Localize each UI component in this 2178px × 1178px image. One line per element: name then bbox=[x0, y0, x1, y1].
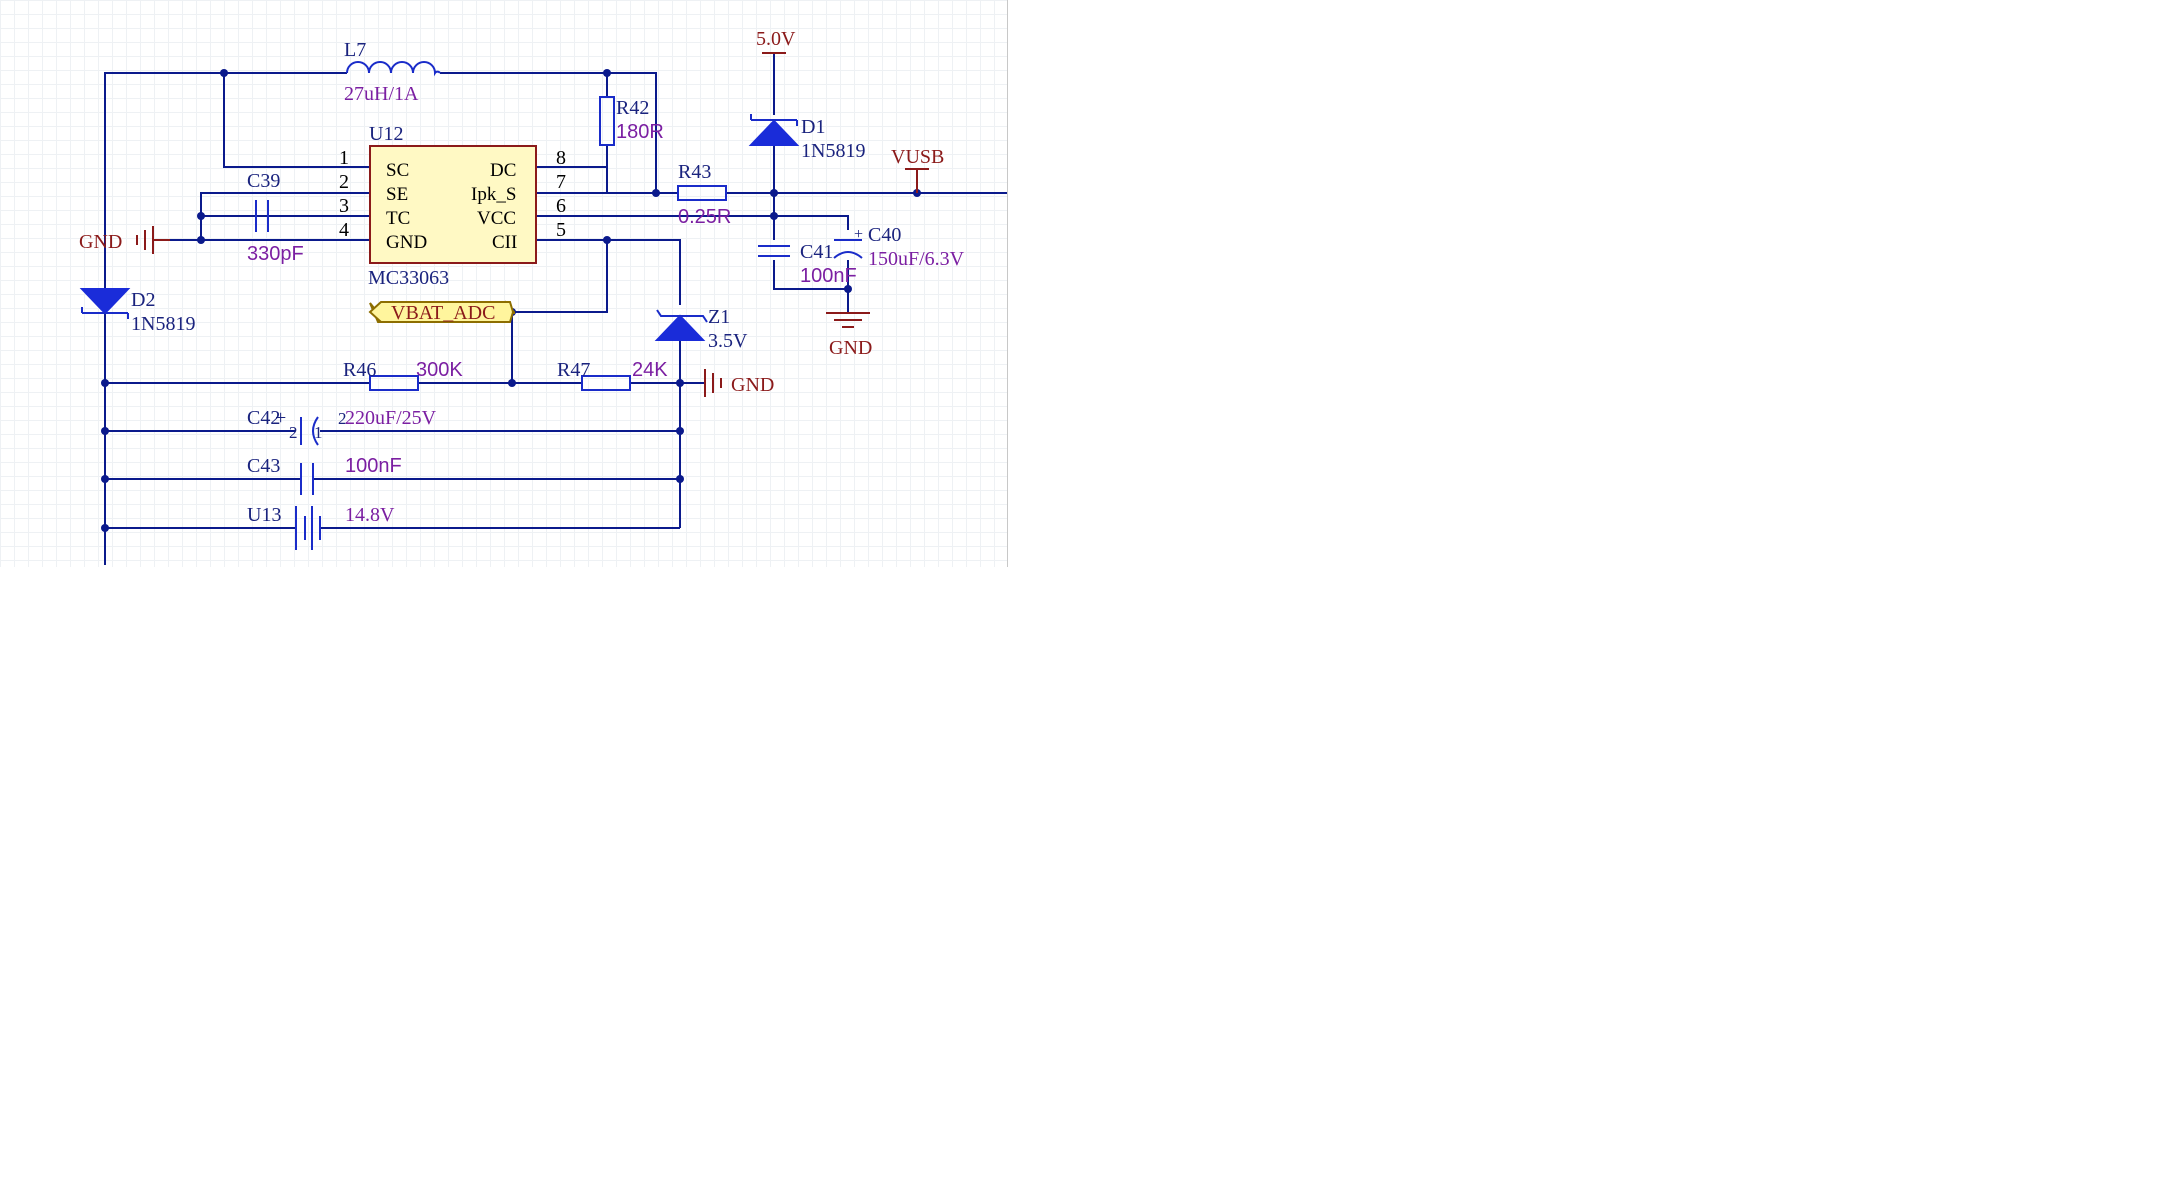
u12-pin6-number: 6 bbox=[556, 195, 566, 217]
c42-value: 220uF/25V bbox=[345, 407, 437, 429]
schematic-diagram: L7 27uH/1A R42 180R U12 MC33063 1 SC 2 S… bbox=[79, 28, 1008, 565]
gnd-symbol-left: GND bbox=[79, 226, 170, 254]
capacitor-c40[interactable]: + C40 150uF/6.3V bbox=[833, 224, 965, 270]
c40-value: 150uF/6.3V bbox=[868, 248, 965, 270]
u12-pin4-name: GND bbox=[386, 232, 427, 253]
vusb-label: VUSB bbox=[891, 146, 944, 168]
resistor-r47[interactable]: R47 24K bbox=[557, 359, 668, 391]
c42-pin-b: 1 bbox=[314, 423, 323, 442]
u12-pin1-name: SC bbox=[386, 160, 409, 181]
l7-designator: L7 bbox=[344, 39, 366, 61]
r42-value: 180R bbox=[616, 121, 664, 143]
u12-part: MC33063 bbox=[368, 267, 449, 289]
gnd-left-label: GND bbox=[79, 231, 122, 253]
u12-pin5-name: CII bbox=[492, 232, 517, 253]
c40-plus: + bbox=[854, 226, 863, 243]
d1-designator: D1 bbox=[801, 116, 825, 138]
zener-z1[interactable]: Z1 3.5V bbox=[654, 306, 748, 352]
gnd-right-label: GND bbox=[731, 374, 774, 396]
u12-pin1-number: 1 bbox=[339, 147, 349, 169]
d2-designator: D2 bbox=[131, 289, 155, 311]
u12-pin8-name: DC bbox=[490, 160, 516, 181]
u12-pin3-name: TC bbox=[386, 208, 410, 229]
resistor-r42[interactable]: R42 180R bbox=[599, 73, 664, 146]
c42-pin-b-label: 2 bbox=[338, 409, 347, 428]
d2-value: 1N5819 bbox=[131, 313, 195, 335]
gnd-symbol-right: GND bbox=[704, 369, 774, 397]
inductor-l7[interactable]: L7 27uH/1A bbox=[344, 39, 441, 105]
u12-pin7-number: 7 bbox=[556, 171, 566, 193]
power-port-5v: 5.0V bbox=[756, 28, 796, 54]
gnd-symbol-bottom: GND bbox=[826, 312, 872, 359]
net-port-vbat-adc[interactable]: VBAT_ADC bbox=[368, 300, 515, 324]
d1-value: 1N5819 bbox=[801, 140, 865, 162]
u12-pin7-name: Ipk_S bbox=[471, 184, 516, 205]
c42-plus: + bbox=[275, 407, 286, 429]
capacitor-c42[interactable]: C42 + 2 2 1 220uF/25V bbox=[247, 407, 437, 446]
u13-value: 14.8V bbox=[345, 504, 395, 526]
r43-value: 0.25R bbox=[678, 206, 731, 228]
power-port-vusb: VUSB bbox=[891, 146, 944, 193]
c43-value: 100nF bbox=[345, 455, 402, 477]
l7-value: 27uH/1A bbox=[344, 83, 419, 105]
u12-pin3-number: 3 bbox=[339, 195, 349, 217]
battery-u13[interactable]: U13 14.8V bbox=[247, 504, 395, 550]
z1-designator: Z1 bbox=[708, 306, 730, 328]
r47-value: 24K bbox=[632, 359, 668, 381]
c43-designator: C43 bbox=[247, 455, 280, 477]
u12-pin2-name: SE bbox=[386, 184, 408, 205]
c41-value: 100nF bbox=[800, 265, 857, 287]
resistor-r43[interactable]: R43 0.25R bbox=[677, 161, 731, 228]
u12-pin6-name: VCC bbox=[477, 208, 516, 229]
capacitor-c41[interactable]: C41 100nF bbox=[758, 241, 857, 287]
gnd-bottom-label: GND bbox=[829, 337, 872, 359]
r42-designator: R42 bbox=[616, 97, 649, 119]
ic-u12[interactable]: U12 MC33063 1 SC 2 SE 3 TC 4 GND 8 DC 7 … bbox=[339, 123, 566, 289]
c42-designator: C42 bbox=[247, 407, 280, 429]
u13-designator: U13 bbox=[247, 504, 281, 526]
c41-designator: C41 bbox=[800, 241, 833, 263]
r46-designator: R46 bbox=[343, 359, 376, 381]
wires bbox=[104, 53, 1008, 565]
capacitor-c39[interactable]: C39 330pF bbox=[247, 170, 304, 265]
diode-d2[interactable]: D2 1N5819 bbox=[79, 288, 195, 335]
5v-label: 5.0V bbox=[756, 28, 796, 50]
c40-designator: C40 bbox=[868, 224, 901, 246]
c39-value: 330pF bbox=[247, 243, 304, 265]
r47-designator: R47 bbox=[557, 359, 590, 381]
vbat-adc-label: VBAT_ADC bbox=[391, 302, 495, 324]
diode-d1[interactable]: D1 1N5819 bbox=[748, 114, 865, 162]
u12-pin4-number: 4 bbox=[339, 219, 349, 241]
u12-pin2-number: 2 bbox=[339, 171, 349, 193]
schematic-sheet: L7 27uH/1A R42 180R U12 MC33063 1 SC 2 S… bbox=[0, 0, 1008, 567]
capacitor-c43[interactable]: C43 100nF bbox=[247, 455, 402, 495]
r46-value: 300K bbox=[416, 359, 463, 381]
r43-designator: R43 bbox=[678, 161, 711, 183]
c39-designator: C39 bbox=[247, 170, 280, 192]
c42-pin-a: 2 bbox=[289, 423, 298, 442]
u12-pin8-number: 8 bbox=[556, 147, 566, 169]
resistor-r46[interactable]: R46 300K bbox=[343, 359, 463, 391]
z1-value: 3.5V bbox=[708, 330, 748, 352]
u12-pin5-number: 5 bbox=[556, 219, 566, 241]
u12-designator: U12 bbox=[369, 123, 403, 145]
